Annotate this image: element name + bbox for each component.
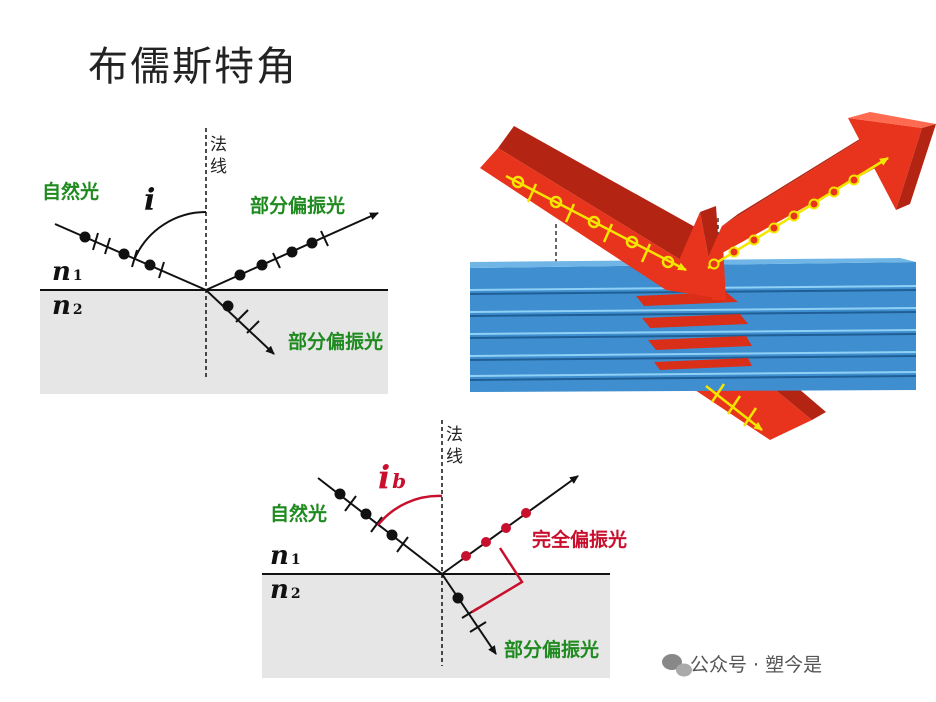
reflected-beam-marks: [708, 174, 860, 270]
transmitted-beam-marks: [710, 383, 758, 427]
plate-stack-illustration: [469, 112, 936, 440]
right-angle-marker: [471, 547, 524, 614]
incident-label-b: 自然光: [270, 502, 327, 525]
angle-symbol: i: [144, 183, 155, 218]
incidence-angle-arc: [134, 211, 207, 259]
glass-plate-stack: [469, 258, 917, 392]
normal-label-top: 法线: [210, 135, 227, 177]
wechat-icon: [662, 654, 692, 677]
medium2-region: [40, 290, 388, 394]
beam-inside-plates: [636, 292, 752, 370]
transmitted-beam-axis: [705, 385, 763, 431]
incident-polarization-marks-b: [334, 488, 409, 553]
reflected-label: 部分偏振光: [250, 194, 345, 217]
refracted-polarization-marks: [222, 300, 260, 334]
refracted-ray: [205, 289, 275, 355]
page-title: 布儒斯特角: [88, 44, 298, 90]
incident-label: 自然光: [42, 180, 99, 203]
reflected-beam: [706, 112, 936, 300]
normal-label-b: 法线: [446, 425, 463, 467]
incident-polarization-marks: [79, 231, 165, 279]
brewster-angle-arc: [377, 494, 443, 526]
watermark: 公众号 · 塑今是: [690, 654, 823, 676]
refracted-label-b: 部分偏振光: [504, 638, 599, 661]
incident-beam-axis: [505, 174, 687, 272]
incident-beam: [480, 126, 722, 298]
reflected-polarization-marks: [234, 230, 329, 281]
reflected-label-b: 完全偏振光: [532, 528, 627, 551]
incident-beam-marks: [511, 175, 675, 269]
refracted-label: 部分偏振光: [288, 330, 383, 353]
reflected-polarization-marks-b: [461, 508, 531, 561]
medium2-region-b: [262, 574, 610, 678]
